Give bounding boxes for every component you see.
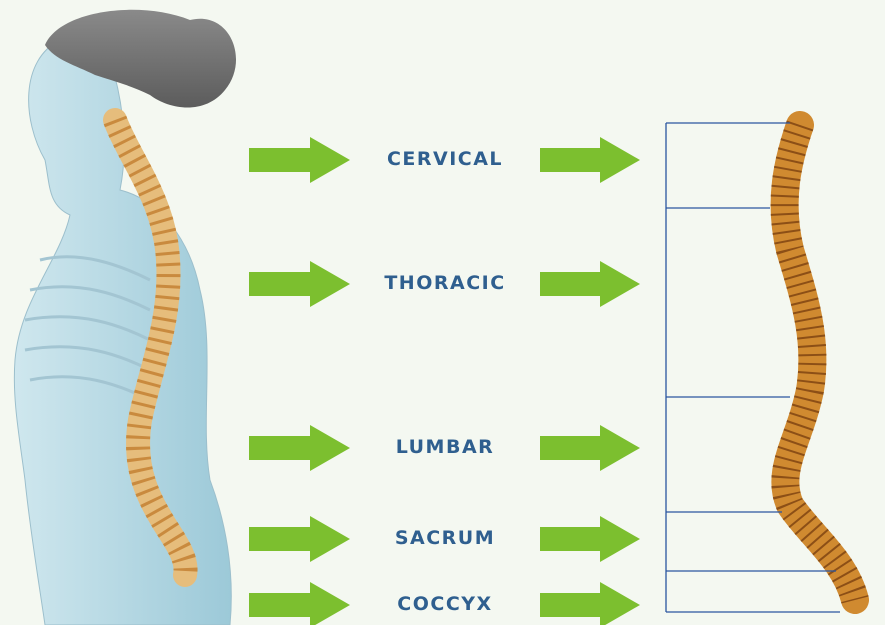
coccyx-left-arrow: [249, 582, 350, 625]
thoracic-label: THORACIC: [355, 272, 535, 294]
woman-silhouette-illustration: [14, 10, 236, 625]
thoracic-right-arrow: [540, 261, 640, 307]
lumbar-label: LUMBAR: [355, 436, 535, 458]
cervical-right-arrow: [540, 137, 640, 183]
arrows: [249, 137, 640, 625]
lumbar-right-arrow: [540, 425, 640, 471]
sacrum-right-arrow: [540, 516, 640, 562]
cervical-left-arrow: [249, 137, 350, 183]
thoracic-left-arrow: [249, 261, 350, 307]
spine-illustration: [785, 125, 855, 600]
lumbar-left-arrow: [249, 425, 350, 471]
sacrum-left-arrow: [249, 516, 350, 562]
coccyx-right-arrow: [540, 582, 640, 625]
sacrum-label: SACRUM: [355, 527, 535, 549]
cervical-label: CERVICAL: [355, 148, 535, 170]
coccyx-label: COCCYX: [355, 593, 535, 615]
